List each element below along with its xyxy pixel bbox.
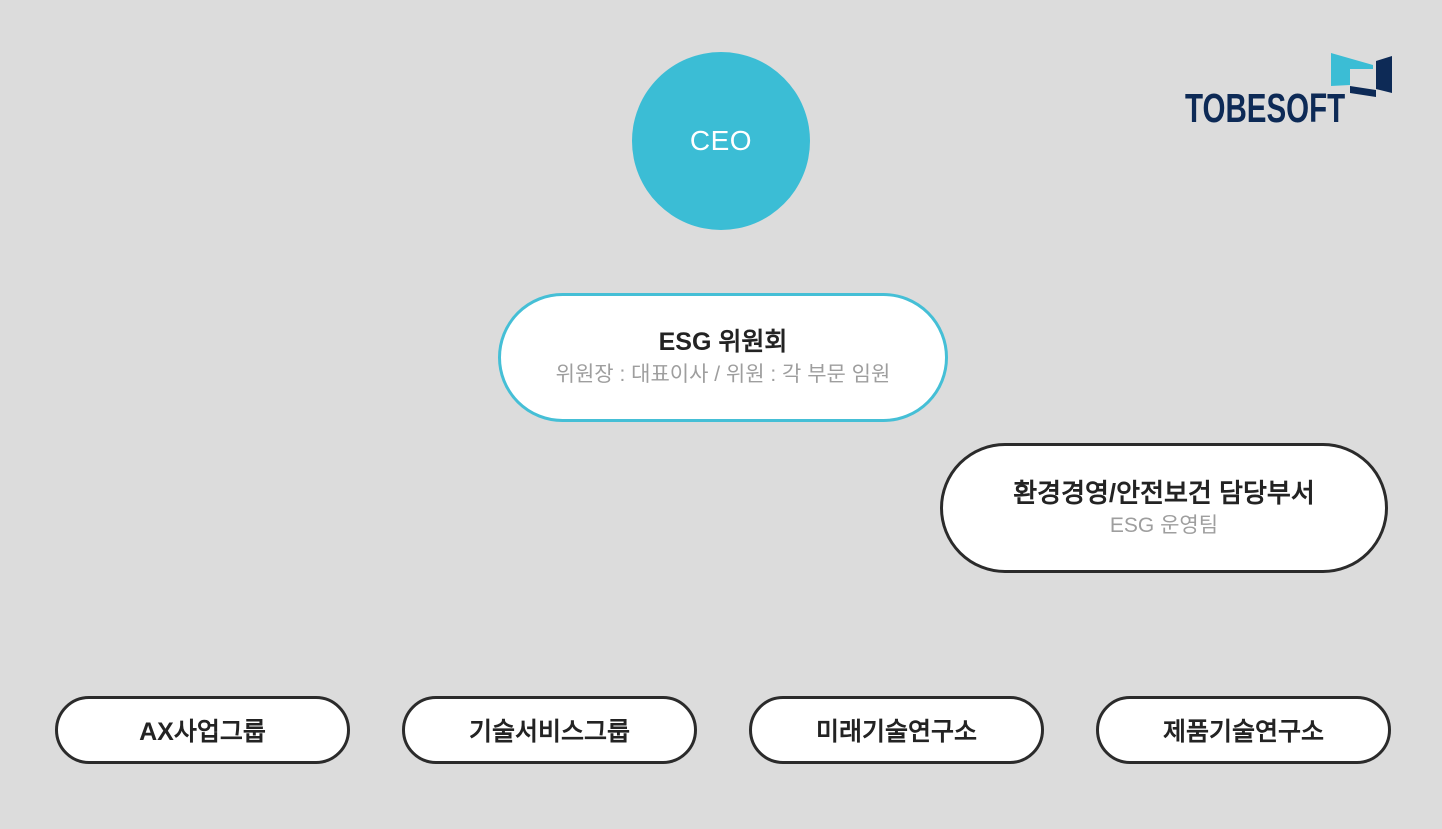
group-label: 미래기술연구소 (815, 718, 977, 746)
group-label: 기술서비스그룹 (468, 718, 630, 746)
group-node-tech-service: 기술서비스그룹 (402, 696, 697, 764)
environment-safety-department-subtitle: ESG 운영팀 (1109, 514, 1219, 537)
esg-committee-subtitle: 위원장 : 대표이사 / 위원 : 각 부문 임원 (555, 363, 891, 386)
esg-committee-title: ESG 위원회 (658, 328, 788, 356)
group-node-future-tech-lab: 미래기술연구소 (749, 696, 1044, 764)
group-node-product-tech-lab: 제품기술연구소 (1096, 696, 1391, 764)
ceo-label: CEO (689, 125, 753, 156)
environment-safety-department-title: 환경경영/안전보건 담당부서 (1013, 478, 1315, 508)
group-label: 제품기술연구소 (1162, 718, 1324, 746)
environment-safety-department-node: 환경경영/안전보건 담당부서 ESG 운영팀 (940, 443, 1388, 573)
tobesoft-logo-mark-icon (1331, 53, 1392, 97)
esg-committee-node: ESG 위원회 위원장 : 대표이사 / 위원 : 각 부문 임원 (498, 293, 948, 422)
tobesoft-logo: TOBESOFT (1185, 46, 1397, 130)
group-node-ax-business: AX사업그룹 (55, 696, 350, 764)
group-label: AX사업그룹 (139, 718, 266, 746)
ceo-node: CEO (632, 52, 810, 230)
tobesoft-logo-text: TOBESOFT (1185, 85, 1346, 131)
